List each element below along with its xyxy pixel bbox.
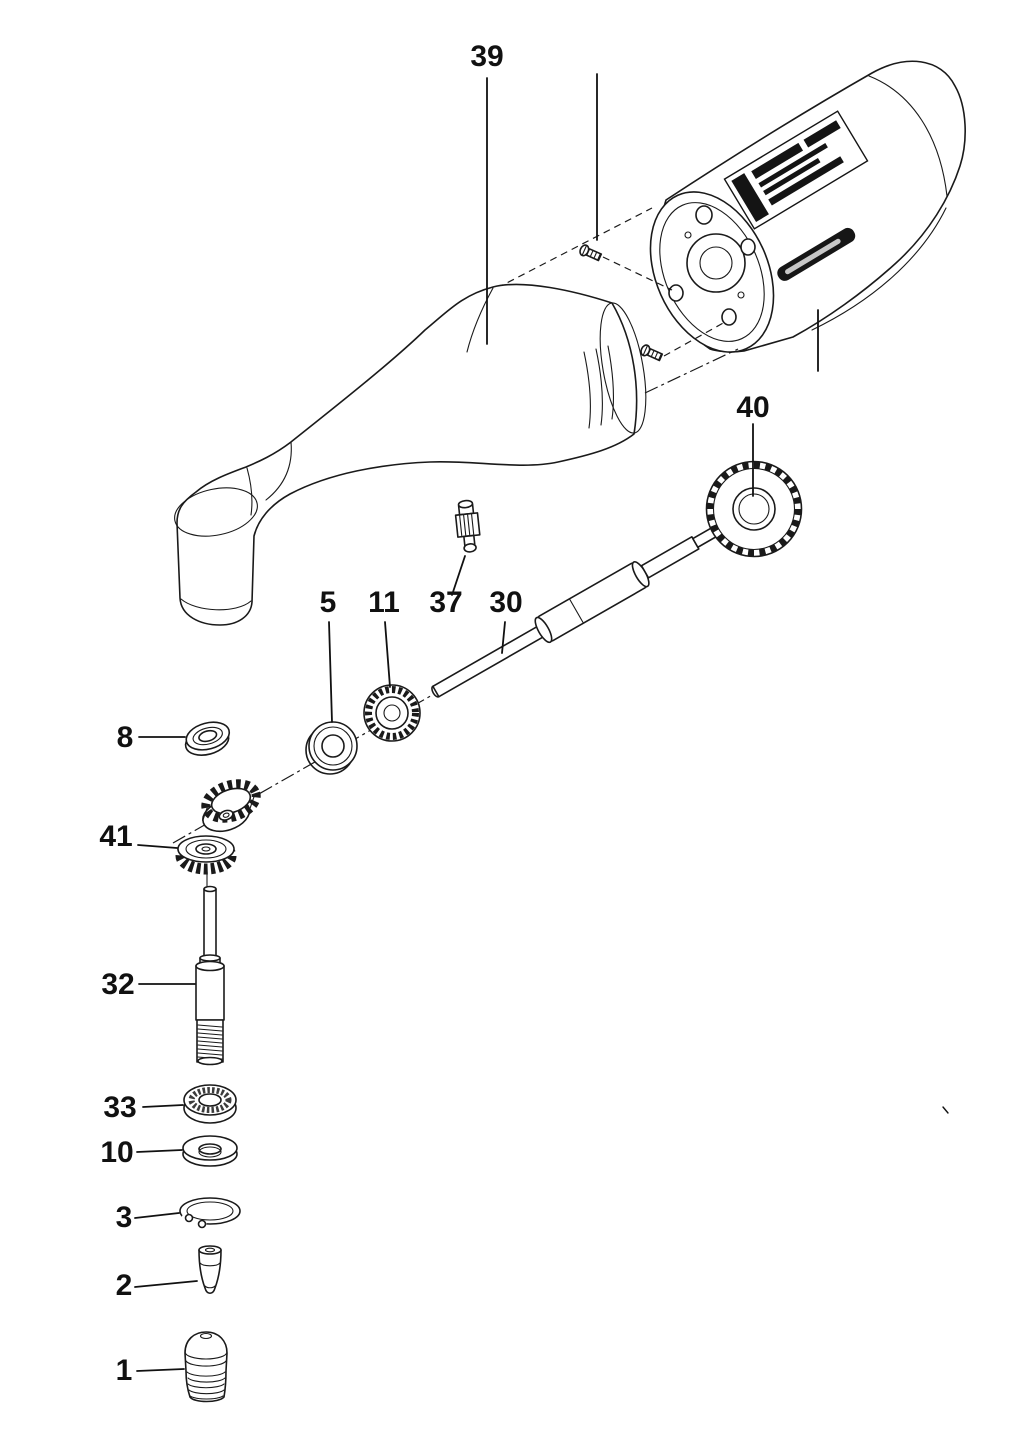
callout-5: 5	[320, 586, 337, 619]
part-11-knurled-nut	[363, 684, 421, 742]
part-32-spindle	[195, 885, 225, 1066]
fan-rotor-40	[705, 460, 803, 558]
leader-3	[134, 1212, 180, 1219]
callout-37: 37	[429, 586, 462, 619]
leader-lines	[134, 73, 949, 1372]
part-5-washer	[305, 721, 358, 775]
callout-41: 41	[99, 820, 132, 853]
part-37-pin	[454, 499, 481, 553]
leader-5	[328, 621, 333, 723]
callout-32: 32	[101, 968, 134, 1001]
leader-1	[136, 1368, 185, 1372]
part-33-bearing	[183, 1084, 237, 1124]
callout-10: 10	[100, 1136, 133, 1169]
pinion-gear	[201, 779, 261, 833]
callout-30: 30	[489, 586, 522, 619]
callouts: 39 40 5 11 37 30 8 41 32 33 10 3 2 1	[99, 40, 769, 1387]
part-8-washer	[184, 721, 231, 756]
part-3-retaining-ring	[179, 1197, 241, 1233]
end-cap	[649, 191, 775, 353]
motor-housing	[649, 60, 966, 353]
callout-11: 11	[368, 586, 400, 619]
leader-11	[384, 621, 391, 688]
alignment-lines	[496, 207, 739, 394]
screw-39a	[579, 244, 603, 262]
leader-2	[134, 1280, 198, 1288]
part-10-washer	[182, 1135, 238, 1167]
leader-41	[137, 844, 178, 849]
spec-label	[723, 110, 869, 230]
leader-10	[136, 1149, 183, 1153]
part-1-chuck	[184, 1331, 228, 1403]
callout-39: 39	[470, 40, 503, 73]
leader-33	[142, 1104, 184, 1108]
leader-37	[451, 555, 466, 596]
screw-39b	[640, 344, 664, 362]
callout-2: 2	[116, 1269, 133, 1302]
callout-3: 3	[116, 1201, 133, 1234]
part-2-spindle-nose	[198, 1245, 222, 1295]
callout-1: 1	[116, 1354, 133, 1387]
stray-mark	[942, 1106, 949, 1114]
callout-40: 40	[736, 391, 769, 424]
part-41-bevel-gear	[175, 835, 237, 875]
callout-33: 33	[103, 1091, 136, 1124]
callout-8: 8	[117, 721, 134, 754]
brand-badge	[777, 227, 856, 281]
gearbox-housing	[174, 283, 647, 626]
leader-30	[501, 621, 506, 654]
